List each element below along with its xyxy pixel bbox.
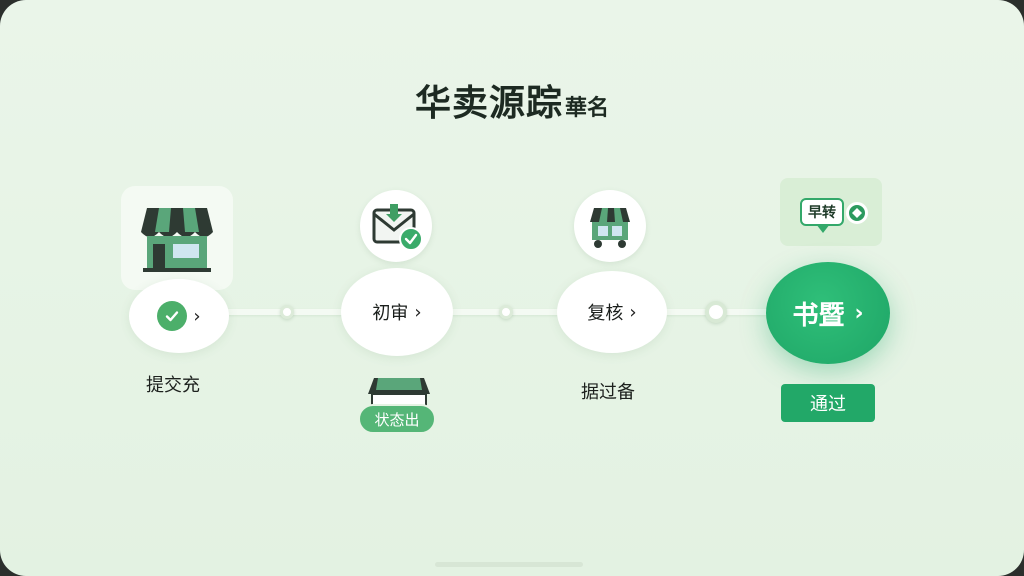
track-node xyxy=(499,305,513,319)
step1-oval[interactable]: › xyxy=(129,279,229,353)
chevron-right-icon: › xyxy=(414,301,422,323)
step4-oval-active[interactable]: 书暨 › xyxy=(766,262,890,364)
step2-oval-text: 初审 xyxy=(372,303,409,324)
step2-icon-circle xyxy=(360,190,432,262)
shop-cart-icon xyxy=(590,208,630,248)
status-pill: 状态出 xyxy=(358,404,436,434)
title-main: 华卖源踪 xyxy=(414,83,563,124)
bubble-tail xyxy=(816,224,830,233)
track-node-current xyxy=(705,301,727,323)
speech-bubble-icon: 早转 xyxy=(800,198,844,226)
diamond-dot-icon xyxy=(846,202,868,224)
track-node xyxy=(280,305,294,319)
step3-label: 据过备 xyxy=(581,382,635,403)
home-indicator[interactable] xyxy=(435,562,583,567)
progress-track xyxy=(150,309,830,315)
step1-icon-card xyxy=(121,186,233,290)
step1-label: 提交充 xyxy=(146,375,200,396)
chevron-right-icon: › xyxy=(193,305,201,327)
page-title: 华卖源踪華名 xyxy=(0,74,1024,126)
step3-oval-text: 复核 xyxy=(587,303,624,324)
step3-icon-circle xyxy=(574,190,646,262)
step3-oval[interactable]: 复核 › xyxy=(557,271,667,353)
storefront-icon xyxy=(141,208,213,272)
pass-button[interactable]: 通过 xyxy=(781,384,875,422)
chevron-right-icon: › xyxy=(854,300,864,326)
step4-oval-text: 书暨 xyxy=(792,300,845,331)
inbox-check-icon xyxy=(372,204,423,251)
store-front-icon xyxy=(368,378,430,408)
title-sub: 華名 xyxy=(565,96,610,121)
chevron-right-icon: › xyxy=(629,301,637,323)
check-circle-icon xyxy=(157,301,188,331)
step2-oval[interactable]: 初审 › xyxy=(341,268,453,356)
